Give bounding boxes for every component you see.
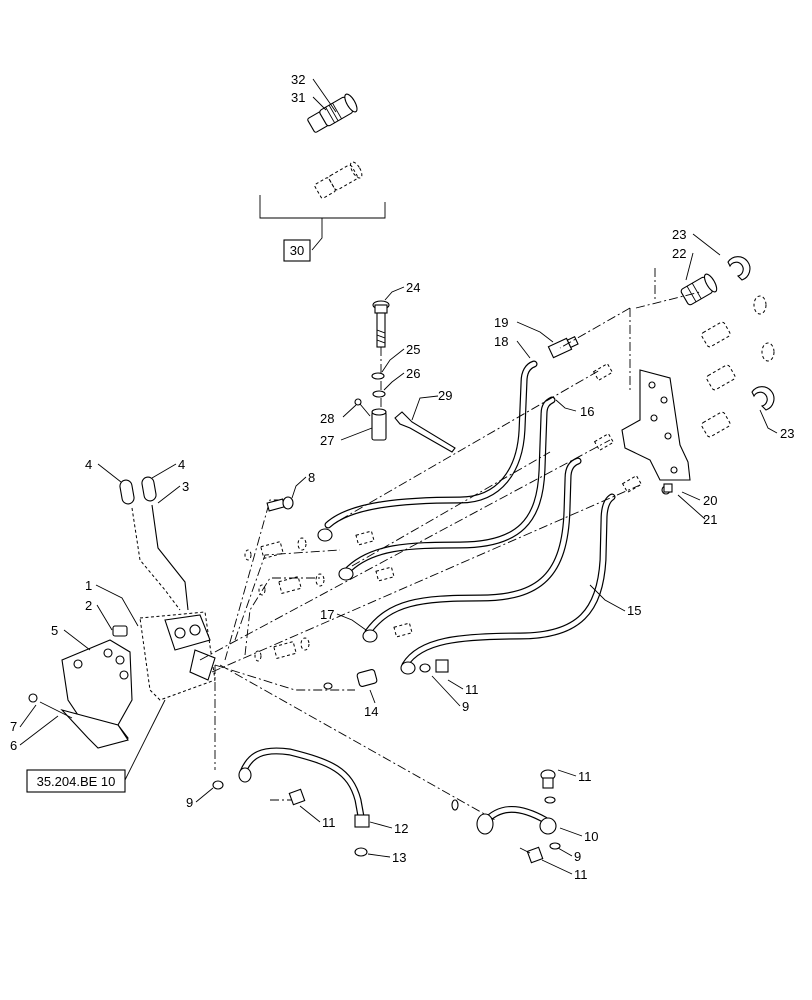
quick-coupler-assembly: [307, 93, 363, 199]
callout-28[interactable]: 28: [320, 411, 334, 426]
plate-and-couplers: [547, 256, 775, 495]
callout-9-a[interactable]: 9: [462, 699, 469, 714]
callout-20[interactable]: 20: [703, 493, 717, 508]
callout-4-right[interactable]: 4: [178, 457, 185, 472]
callout-16[interactable]: 16: [580, 404, 594, 419]
kit-box-label: 30: [290, 243, 304, 258]
callout-22[interactable]: 22: [672, 246, 686, 261]
callout-labels: 32 31 24 25 26 27 28 29 19 18 16 23 22 2…: [10, 72, 794, 882]
callout-leaders: [19, 78, 778, 875]
section-ref-label: 35.204.BE 10: [37, 774, 116, 789]
callout-2[interactable]: 2: [85, 598, 92, 613]
callout-21[interactable]: 21: [703, 512, 717, 527]
callout-6[interactable]: 6: [10, 738, 17, 753]
callout-15[interactable]: 15: [627, 603, 641, 618]
callout-24[interactable]: 24: [406, 280, 420, 295]
callout-12[interactable]: 12: [394, 821, 408, 836]
callout-11-b[interactable]: 11: [322, 815, 336, 830]
section-ref-box[interactable]: [26, 769, 126, 793]
callout-27[interactable]: 27: [320, 433, 334, 448]
callout-8[interactable]: 8: [308, 470, 315, 485]
bolt-stack: [354, 300, 456, 453]
control-valve: [28, 476, 216, 749]
callout-31[interactable]: 31: [291, 90, 305, 105]
callout-10[interactable]: 10: [584, 829, 598, 844]
callout-19[interactable]: 19: [494, 315, 508, 330]
callout-7[interactable]: 7: [10, 719, 17, 734]
kit-bracket-line: [259, 195, 386, 251]
callout-17[interactable]: 17: [320, 607, 334, 622]
callout-3[interactable]: 3: [182, 479, 189, 494]
callout-11-d[interactable]: 11: [574, 867, 588, 882]
callout-32[interactable]: 32: [291, 72, 305, 87]
section-ref-leader: [124, 699, 166, 781]
valve-fittings: [212, 483, 673, 864]
kit-box: [283, 239, 311, 262]
callout-1[interactable]: 1: [85, 578, 92, 593]
callout-11-c[interactable]: 11: [578, 769, 592, 784]
callout-25[interactable]: 25: [406, 342, 420, 357]
callout-5[interactable]: 5: [51, 623, 58, 638]
callout-14[interactable]: 14: [364, 704, 378, 719]
callout-18[interactable]: 18: [494, 334, 508, 349]
callout-29[interactable]: 29: [438, 388, 452, 403]
callout-9-c[interactable]: 9: [574, 849, 581, 864]
callout-9-b[interactable]: 9: [186, 795, 193, 810]
callout-23-side[interactable]: 23: [780, 426, 794, 441]
callout-4-left[interactable]: 4: [85, 457, 92, 472]
callout-11-a[interactable]: 11: [465, 682, 479, 697]
callout-23-top[interactable]: 23: [672, 227, 686, 242]
callout-26[interactable]: 26: [406, 366, 420, 381]
callout-13[interactable]: 13: [392, 850, 406, 865]
